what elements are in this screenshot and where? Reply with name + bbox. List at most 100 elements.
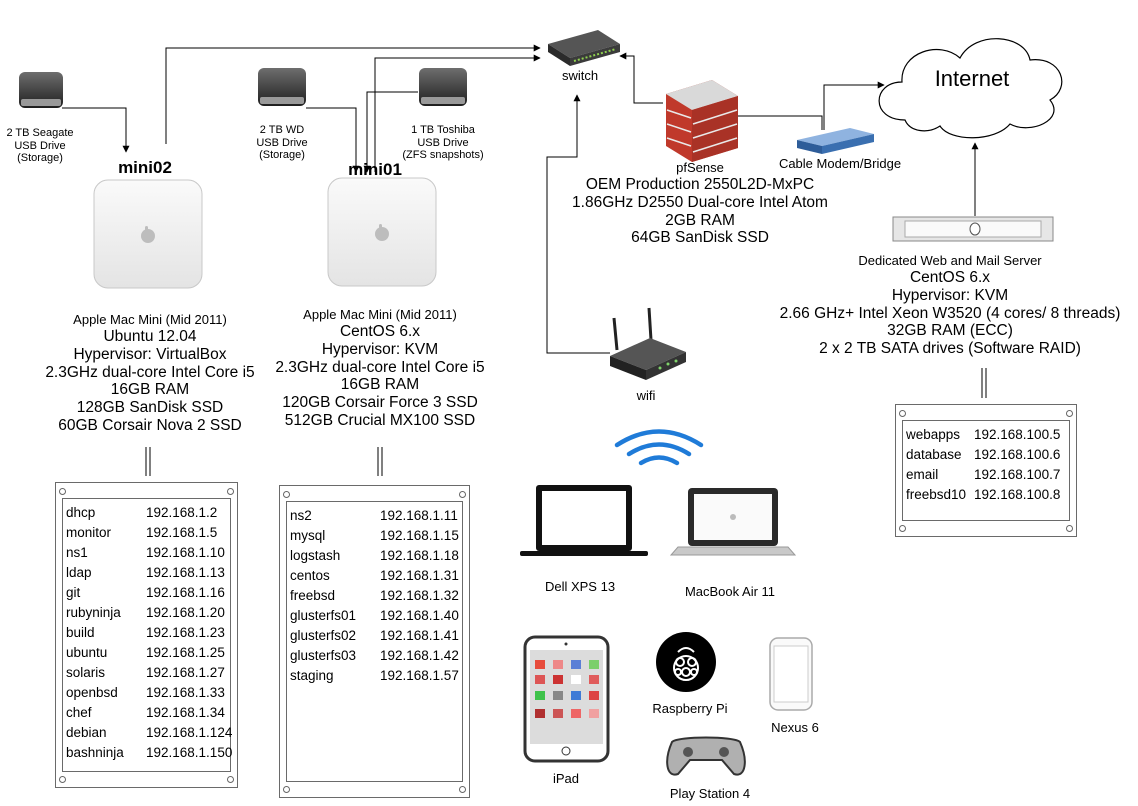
vm-ip: 192.168.1.31 — [380, 568, 459, 583]
vm-ip: 192.168.1.2 — [146, 505, 218, 520]
vm-ip: 192.168.1.23 — [146, 625, 225, 640]
vm-name: ldap — [66, 565, 92, 580]
vm-entry: build 192.168.1.23 — [66, 625, 225, 640]
macbook-icon — [669, 488, 797, 556]
rack-mount-hole — [59, 488, 66, 495]
vm-ip: 192.168.1.42 — [380, 648, 459, 663]
vm-ip: 192.168.1.32 — [380, 588, 459, 603]
rack-mount-hole — [1066, 410, 1073, 417]
vm-ip: 192.168.100.5 — [974, 427, 1061, 442]
vm-ip: 192.168.1.20 — [146, 605, 225, 620]
connectors — [62, 44, 987, 476]
vm-name: debian — [66, 725, 107, 740]
vm-ip: 192.168.1.10 — [146, 545, 225, 560]
vm-name: git — [66, 585, 81, 600]
link-pfsense-modem — [738, 115, 823, 130]
rack-mount-hole — [899, 410, 906, 417]
raspberry-label: Raspberry Pi — [652, 701, 728, 716]
rack-mount-hole — [459, 786, 466, 793]
link-mini02-switch — [165, 44, 541, 144]
vm-name: dhcp — [66, 505, 96, 520]
rack-mount-hole — [283, 491, 290, 498]
server-model: Dedicated Web and Mail Server — [858, 253, 1042, 268]
vm-name: ns2 — [290, 508, 312, 523]
raspberry-pi-icon — [656, 632, 716, 692]
vm-name: ubuntu — [66, 645, 108, 660]
wifi-label: wifi — [636, 388, 656, 403]
mini01-icon — [327, 177, 437, 287]
vm-entry: glusterfs03 192.168.1.42 — [290, 648, 459, 663]
link-wd-mini01 — [306, 107, 360, 173]
dell-label: Dell XPS 13 — [544, 579, 616, 594]
wd-drive-icon — [258, 68, 306, 106]
pfsense-specs: pfSense OEM Production 2550L2D-MxPC 1.86… — [560, 160, 840, 247]
wifi-router-icon — [610, 307, 686, 380]
seagate-label: 2 TB Seagate USB Drive (Storage) — [6, 127, 74, 165]
vm-name: build — [66, 625, 95, 640]
link-modem-internet — [823, 81, 885, 130]
rack-mount-hole — [227, 488, 234, 495]
wifi-signal-icon — [614, 429, 704, 466]
vm-entry: solaris 192.168.1.27 — [66, 665, 225, 680]
vm-ip: 192.168.100.8 — [974, 487, 1061, 502]
link-seagate-mini02 — [62, 107, 130, 153]
vm-name: openbsd — [66, 685, 118, 700]
mini02-icon — [93, 179, 203, 289]
vm-ip: 192.168.1.18 — [380, 548, 459, 563]
dell-laptop-icon — [520, 485, 648, 556]
vm-ip: 192.168.1.5 — [146, 525, 218, 540]
link-pfsense-switch — [619, 52, 663, 104]
vm-name: bashninja — [66, 745, 124, 760]
cable-modem-icon — [797, 128, 874, 154]
vm-entry: ubuntu 192.168.1.25 — [66, 645, 225, 660]
macbook-label: MacBook Air 11 — [684, 584, 776, 599]
vm-name: chef — [66, 705, 92, 720]
vm-name: staging — [290, 668, 334, 683]
mini01-specs: Apple Mac Mini (Mid 2011) CentOS 6.x Hyp… — [250, 307, 510, 430]
ipad-icon — [523, 635, 610, 763]
link-toshiba-mini01 — [363, 91, 418, 173]
rack-frame — [902, 420, 1070, 521]
rack-mount-hole — [899, 525, 906, 532]
vm-name: glusterfs03 — [290, 648, 357, 663]
vm-ip: 192.168.1.150 — [146, 745, 233, 760]
vm-name: glusterfs01 — [290, 608, 357, 623]
rack-mount-hole — [283, 786, 290, 793]
vm-ip: 192.168.1.11 — [380, 508, 458, 523]
vm-ip: 192.168.1.124 — [146, 725, 233, 740]
vm-name: monitor — [66, 525, 112, 540]
vm-name: freebsd — [290, 588, 336, 603]
switch-label: switch — [561, 68, 599, 83]
rack-frame — [62, 498, 231, 772]
vm-name: solaris — [66, 665, 106, 680]
wd-label: 2 TB WD USB Drive (Storage) — [256, 124, 308, 162]
vm-ip: 192.168.1.16 — [146, 585, 225, 600]
vm-entry: chef 192.168.1.34 — [66, 705, 225, 720]
rack-mount-hole — [227, 776, 234, 783]
switch-icon — [548, 30, 620, 66]
pfsense-name: pfSense — [676, 160, 724, 175]
server-icon — [892, 216, 1054, 242]
vm-ip: 192.168.1.34 — [146, 705, 225, 720]
rack-mount-hole — [1066, 525, 1073, 532]
vm-ip: 192.168.1.25 — [146, 645, 225, 660]
vm-entry: dhcp 192.168.1.2 — [66, 505, 217, 520]
vm-entry: debian 192.168.1.124 — [66, 725, 232, 740]
vm-ip: 192.168.1.27 — [146, 665, 225, 680]
